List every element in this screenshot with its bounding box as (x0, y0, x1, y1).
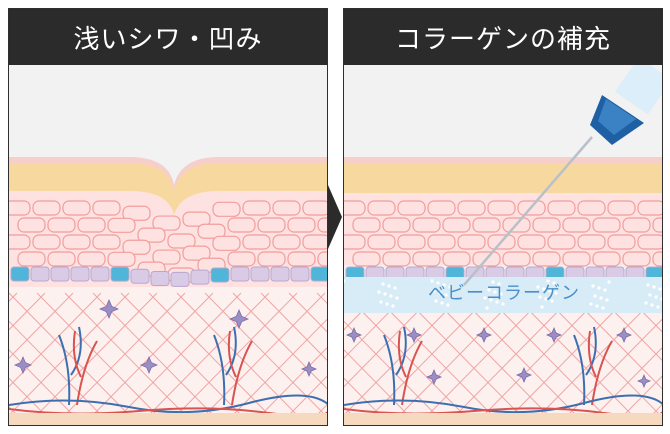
panel-collagen-injection: コラーゲンの補充 ベビーコラーゲン (343, 8, 663, 426)
panel-title-right: コラーゲンの補充 (344, 9, 662, 65)
collagen-mesh (344, 292, 662, 416)
skin-cross-section-wrinkle (9, 65, 327, 425)
epidermis-cells (344, 200, 662, 267)
blood-vessels (383, 326, 613, 406)
basal-layer (10, 266, 327, 287)
baby-collagen-label: ベビーコラーゲン (428, 283, 580, 304)
panel-shallow-wrinkle: 浅いシワ・凹み (8, 8, 328, 426)
collagen-particles (344, 279, 662, 310)
skin-cross-section-injected (344, 65, 662, 425)
fibroblast-stars (13, 298, 318, 378)
fibroblast-stars (345, 326, 652, 389)
dermis (9, 287, 327, 425)
panel-title-left: 浅いシワ・凹み (9, 9, 327, 65)
triangle-right-icon (328, 185, 342, 249)
injection-needle-icon (463, 65, 662, 286)
blood-vessels (58, 326, 253, 406)
collagen-mesh (9, 292, 327, 416)
